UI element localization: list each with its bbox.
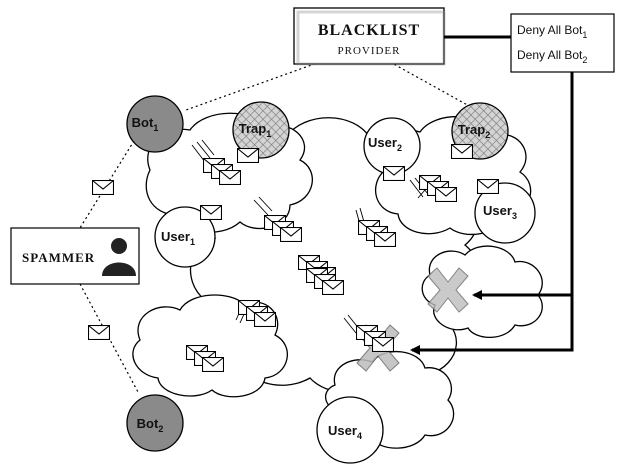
bot-1-node: Bot1	[126, 95, 184, 153]
spammer-box: Spammer	[10, 227, 140, 285]
svg-text:User3: User3	[483, 203, 517, 221]
person-icon	[102, 238, 136, 276]
blacklist-subtitle: Provider	[337, 45, 400, 57]
envelope-icon	[451, 144, 473, 159]
user-4-node: User4	[316, 396, 384, 464]
svg-text:Trap2: Trap2	[458, 122, 490, 140]
envelope-icon	[383, 166, 405, 181]
blacklist-title: Blacklist	[318, 22, 420, 39]
blocked-x-icon	[427, 267, 469, 313]
rule-arrows	[410, 35, 574, 355]
svg-text:Bot1: Bot1	[132, 115, 159, 133]
deny-rule-2: Deny All Bot2	[517, 48, 587, 65]
envelope-icon	[88, 325, 110, 340]
blacklist-provider-box: Blacklist Provider	[293, 7, 446, 66]
user-2-node: User2	[363, 117, 421, 175]
svg-text:User4: User4	[328, 423, 362, 441]
spammer-label: Spammer	[22, 250, 95, 265]
deny-rule-1: Deny All Bot1	[517, 23, 587, 40]
svg-text:User2: User2	[368, 135, 402, 153]
bot-2-node: Bot2	[126, 394, 184, 452]
envelope-icon	[477, 179, 499, 194]
deny-rules-box: Deny All Bot1 Deny All Bot2	[510, 13, 615, 73]
svg-text:Bot2: Bot2	[137, 416, 164, 434]
envelope-icon	[92, 180, 114, 195]
trap-1-node: Trap1	[232, 101, 290, 159]
envelope-icon	[237, 148, 259, 163]
envelope-icon	[200, 205, 222, 220]
user-3-node: User3	[474, 182, 536, 244]
cloud-right	[421, 245, 543, 339]
svg-text:User1: User1	[161, 229, 195, 247]
user-1-node: User1	[154, 206, 216, 268]
svg-text:Trap1: Trap1	[239, 121, 271, 139]
